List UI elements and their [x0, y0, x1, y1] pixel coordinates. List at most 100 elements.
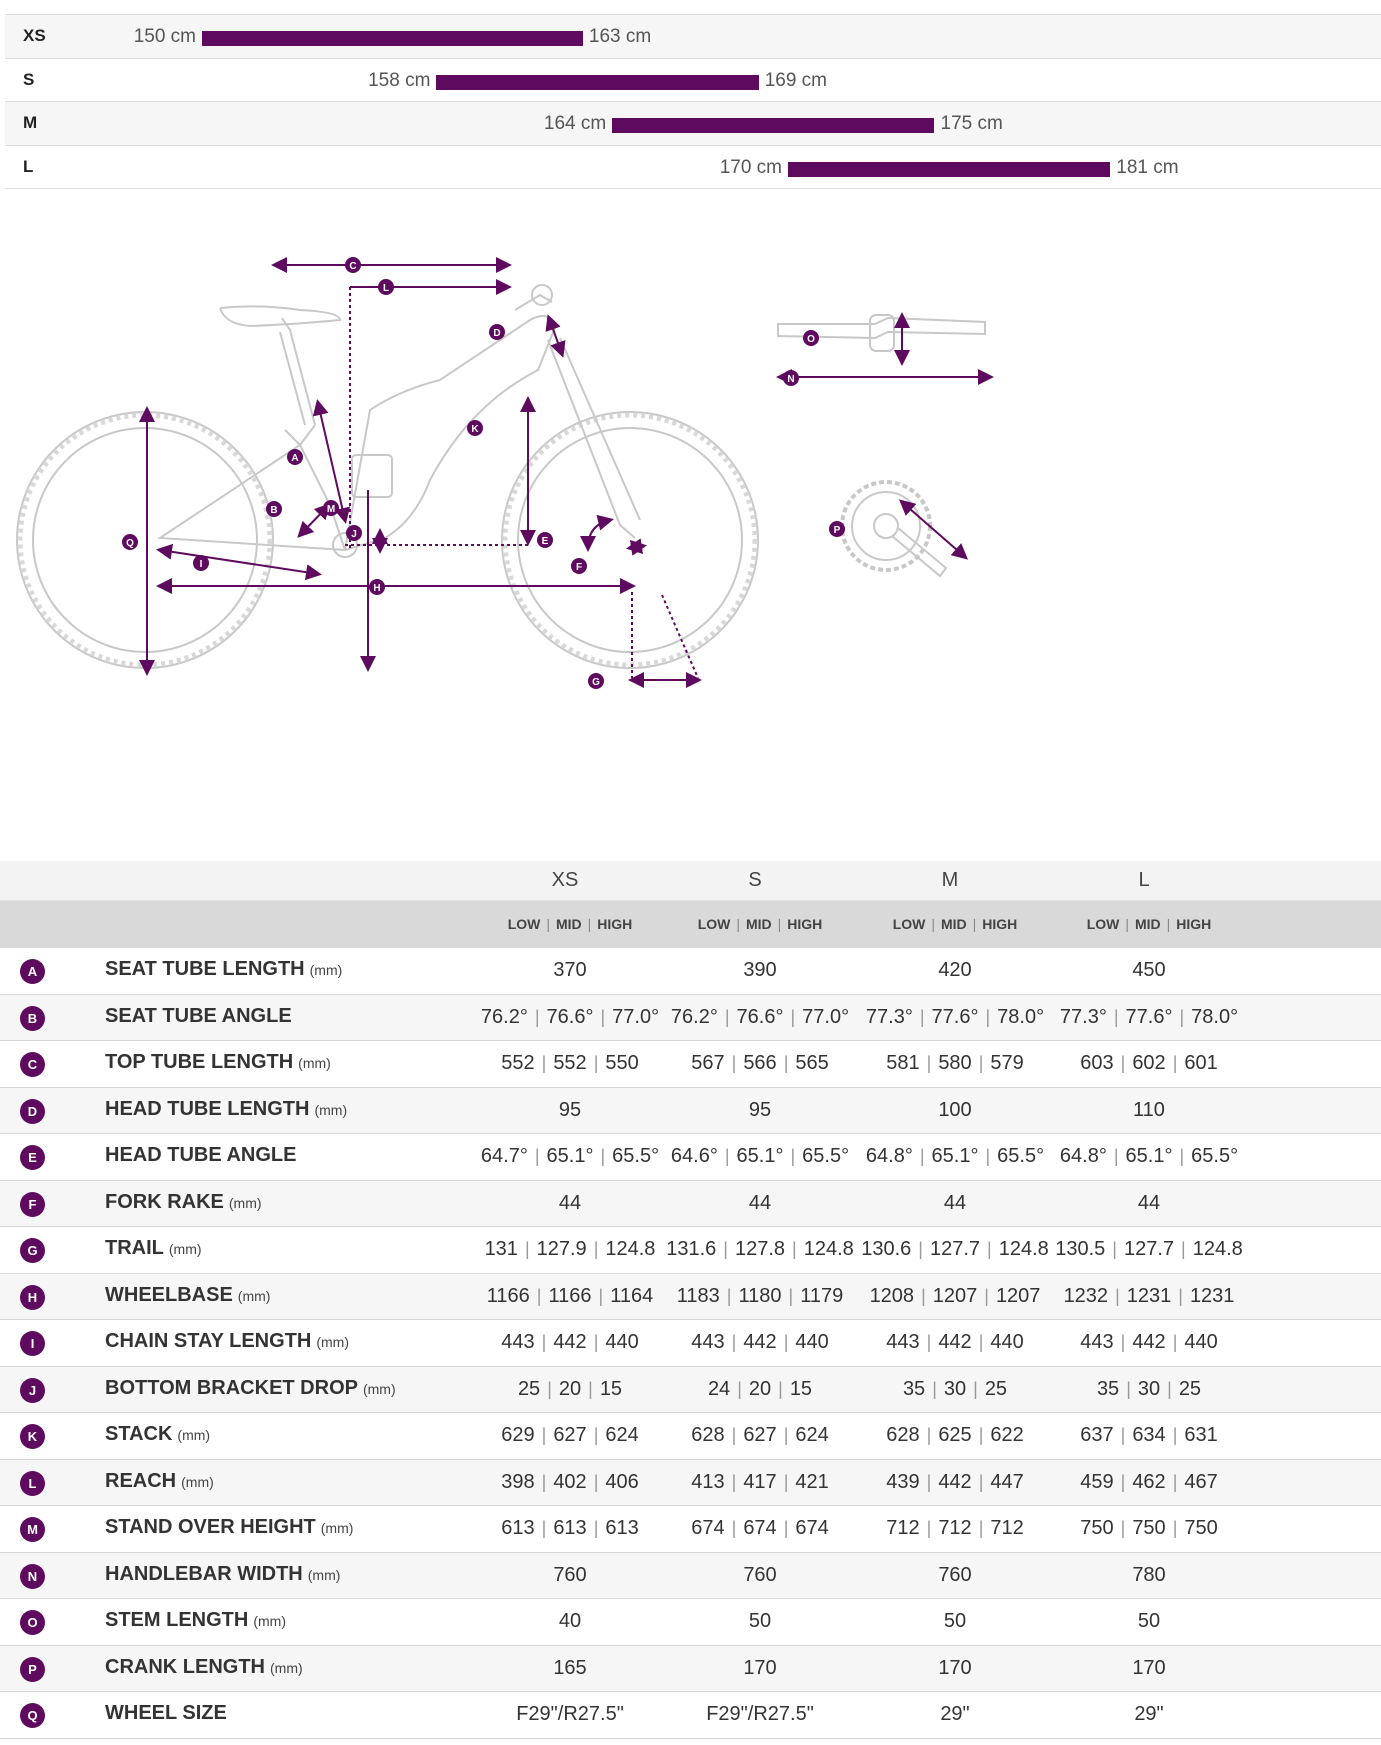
diagram-label-m: M	[323, 500, 339, 516]
svg-text:B: B	[270, 505, 277, 516]
size-column-header: L	[1138, 869, 1150, 891]
cell-value: 760	[938, 1563, 972, 1586]
separator: |	[1112, 1239, 1117, 1259]
svg-text:L: L	[383, 283, 389, 294]
cell-value: 406	[605, 1470, 639, 1493]
position-labels: LOW|MID|HIGH	[660, 916, 860, 932]
position-label: LOW	[1086, 916, 1120, 932]
separator: |	[783, 1332, 789, 1352]
table-cell: 25|20|15	[465, 1378, 675, 1401]
svg-text:G: G	[592, 677, 600, 688]
cell-value: 50	[748, 1610, 772, 1632]
cell-value: 130.6	[861, 1238, 912, 1260]
separator: |	[926, 1332, 932, 1352]
measurement-name: TRAIL(mm)	[105, 1237, 202, 1260]
separator: |	[926, 1471, 932, 1492]
table-cell: 760	[655, 1564, 865, 1587]
table-cell: 581|580|579	[850, 1052, 1060, 1075]
cell-value: 124.8	[998, 1238, 1049, 1260]
measurement-name: CRANK LENGTH(mm)	[105, 1656, 303, 1679]
cell-value: 750	[1184, 1517, 1218, 1539]
diagram-label-h: H	[369, 579, 385, 595]
diagram-label-j: J	[346, 525, 362, 541]
cell-value: 15	[599, 1377, 623, 1400]
handlebar-illustration	[776, 312, 994, 385]
table-cell: 628|625|622	[850, 1424, 1060, 1447]
cell-value: 579	[990, 1052, 1024, 1074]
cell-value: 170	[743, 1656, 777, 1679]
table-cell: 44	[850, 1192, 1060, 1215]
separator: |	[1166, 916, 1171, 932]
table-cell: 629|627|624	[465, 1424, 675, 1447]
svg-text:K: K	[471, 424, 479, 435]
table-cell: 450	[1044, 959, 1254, 982]
diagram-label-c: C	[345, 257, 361, 273]
measurement-unit: (mm)	[320, 1520, 354, 1536]
cell-value: 65.1°	[736, 1145, 784, 1167]
table-cell: 165	[465, 1657, 675, 1680]
table-cell: 131.6|127.8|124.8	[655, 1238, 865, 1261]
separator: |	[1181, 1239, 1186, 1259]
separator: |	[919, 1006, 925, 1027]
cell-value: 1208	[869, 1284, 915, 1307]
separator: |	[1172, 1053, 1178, 1073]
range-min-label: 158 cm	[368, 69, 431, 91]
cell-value: 613	[501, 1517, 535, 1539]
cell-value: 127.8	[734, 1238, 786, 1260]
measurement-unit: (mm)	[270, 1659, 303, 1676]
cell-value: 64.8°	[865, 1145, 913, 1167]
cell-value: 442	[938, 1331, 972, 1353]
separator: |	[541, 1332, 547, 1352]
separator: |	[788, 1285, 794, 1306]
measurement-label: REACH	[105, 1469, 177, 1492]
cell-value: 550	[605, 1052, 639, 1074]
cell-value: 95	[558, 1098, 582, 1121]
separator: |	[985, 1006, 991, 1027]
range-min-label: 150 cm	[133, 26, 196, 47]
separator: |	[932, 1378, 937, 1399]
table-cell: 77.3°|77.6°|78.0°	[850, 1006, 1060, 1029]
table-cell: 1166|1166|1164	[465, 1285, 675, 1308]
table-cell: 674|674|674	[655, 1517, 865, 1540]
cell-value: 24	[707, 1377, 731, 1400]
cell-value: 64.6°	[670, 1145, 718, 1167]
measurement-name: HEAD TUBE LENGTH(mm)	[105, 1098, 347, 1121]
table-cell: 95	[655, 1099, 865, 1122]
cell-value: 390	[743, 959, 777, 981]
table-cell: 637|634|631	[1044, 1424, 1254, 1447]
measurement-label: BOTTOM BRACKET DROP	[105, 1376, 358, 1399]
position-label: MID	[745, 916, 772, 932]
separator: |	[724, 1006, 730, 1027]
svg-text:A: A	[291, 453, 298, 464]
separator: |	[1172, 1425, 1178, 1445]
cell-value: 442	[553, 1331, 587, 1353]
position-label: LOW	[697, 916, 731, 932]
table-cell: 100	[850, 1099, 1060, 1122]
cell-value: 29"	[1134, 1703, 1164, 1725]
table-cell: 613|613|613	[465, 1517, 675, 1540]
svg-text:P: P	[834, 525, 841, 536]
table-cell: 443|442|440	[1044, 1331, 1254, 1354]
cell-value: 77.3°	[865, 1005, 913, 1028]
diagram-label-d: D	[489, 324, 505, 340]
cell-value: 459	[1080, 1470, 1114, 1493]
cell-value: 124.8	[605, 1238, 656, 1260]
position-label: HIGH	[982, 916, 1018, 932]
cell-value: 440	[990, 1331, 1024, 1353]
cell-value: 447	[990, 1470, 1024, 1493]
cell-value: 1207	[995, 1284, 1041, 1307]
height-range-bar	[612, 118, 935, 133]
position-labels: LOW|MID|HIGH	[470, 916, 670, 932]
separator: |	[783, 1518, 789, 1538]
cell-value: 712	[886, 1517, 920, 1539]
cell-value: 581	[886, 1052, 920, 1074]
separator: |	[1120, 1518, 1126, 1538]
table-cell: 439|442|447	[850, 1471, 1060, 1494]
diagram-label-g: G	[588, 673, 604, 689]
